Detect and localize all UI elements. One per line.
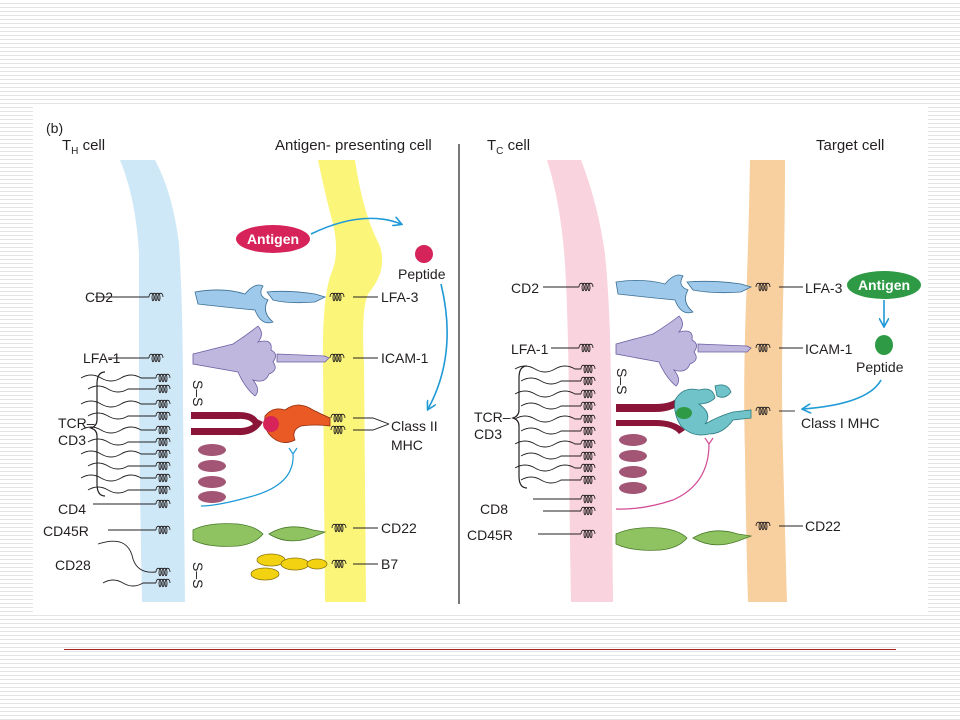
label-lfa3-right: LFA-3: [805, 280, 843, 296]
label-cd22-right: CD22: [805, 518, 841, 534]
antigen-pill-right: [847, 271, 921, 299]
label-cd22: CD22: [381, 520, 417, 536]
mhc-class2: [264, 404, 331, 443]
label-class2: Class II: [391, 418, 438, 434]
bound-peptide-right: [676, 407, 692, 419]
antigen-label-right: Antigen: [858, 277, 910, 293]
label-cd45r-right: CD45R: [467, 527, 513, 543]
cd8-link: [615, 437, 714, 510]
cd2-lfa3-pair: [194, 284, 327, 324]
label-class1-mhc: Class I MHC: [801, 415, 880, 431]
label-icam1: ICAM-1: [381, 350, 429, 366]
mhc-class1: [674, 384, 752, 436]
target-cell-title: Target cell: [816, 137, 884, 154]
tcr-left-block: [191, 412, 263, 436]
label-cd3-right: CD3: [474, 426, 502, 442]
antigen-pill: [236, 225, 310, 253]
peptide-icon: [415, 245, 433, 263]
th-tails: [80, 296, 157, 587]
cell-interaction-diagram: (b) TH cell Antigen- presenting cell Ant…: [43, 120, 921, 604]
target-tails: [779, 286, 803, 527]
peptide-label-right: Peptide: [856, 359, 904, 375]
tc-cell-title: TC cell: [487, 137, 530, 157]
label-lfa1-right: LFA-1: [511, 341, 549, 357]
label-icam1-right: ICAM-1: [805, 341, 853, 357]
peptide-to-mhc1-arrow: [803, 379, 882, 409]
label-lfa1: LFA-1: [83, 350, 121, 366]
ss-bond-label: S–S: [190, 380, 206, 406]
tcr-right-block: [616, 396, 685, 434]
label-cd45r: CD45R: [43, 523, 89, 539]
ss-bond-label-right: S–S: [614, 368, 630, 394]
label-lfa3: LFA-3: [381, 289, 419, 305]
bound-peptide: [263, 416, 279, 432]
antigen-label: Antigen: [247, 231, 299, 247]
label-b7: B7: [381, 556, 398, 572]
panel-label: (b): [46, 120, 63, 136]
antigen-to-peptide-arrow: [310, 218, 401, 235]
th-cell-title: TH cell: [62, 137, 105, 157]
lfa1-icam1-pair-right: [615, 315, 752, 387]
ss-bond-label-2: S–S: [190, 562, 206, 588]
label-cd8: CD8: [480, 501, 508, 517]
cd45r-cd22-pair-right: [615, 527, 753, 551]
label-mhc: MHC: [391, 437, 423, 453]
tcr-brace-right: [511, 365, 528, 489]
peptide-icon-right: [875, 335, 893, 355]
tc-tails: [514, 286, 581, 535]
peptide-to-mhc-arrow: [428, 283, 448, 409]
cd4-link: [200, 447, 298, 507]
lfa1-icam1-pair: [192, 325, 330, 397]
cd45r-cd22-pair: [192, 523, 327, 547]
target-membrane: [744, 160, 787, 602]
peptide-label: Peptide: [398, 266, 446, 282]
footer-rule: [64, 649, 896, 650]
label-cd4: CD4: [58, 501, 86, 517]
apc-tails: [353, 296, 390, 565]
label-tcr-right: TCR–: [474, 409, 511, 425]
th-cell-membrane: [120, 160, 185, 602]
label-cd28: CD28: [55, 557, 91, 573]
apc-membrane: [318, 160, 383, 602]
label-tcr: TCR–: [58, 415, 95, 431]
cd2-lfa3-pair-right: [615, 274, 753, 314]
cd28-b7-pair: [250, 553, 328, 581]
label-cd2: CD2: [85, 289, 113, 305]
tcr-brace: [89, 371, 106, 497]
label-cd2-right: CD2: [511, 280, 539, 296]
cd3-chains: [198, 444, 226, 503]
cd3-chains-right: [619, 434, 647, 494]
apc-title: Antigen- presenting cell: [275, 137, 432, 154]
figure-panel: (b) TH cell Antigen- presenting cell Ant…: [33, 104, 928, 614]
label-cd3: CD3: [58, 432, 86, 448]
